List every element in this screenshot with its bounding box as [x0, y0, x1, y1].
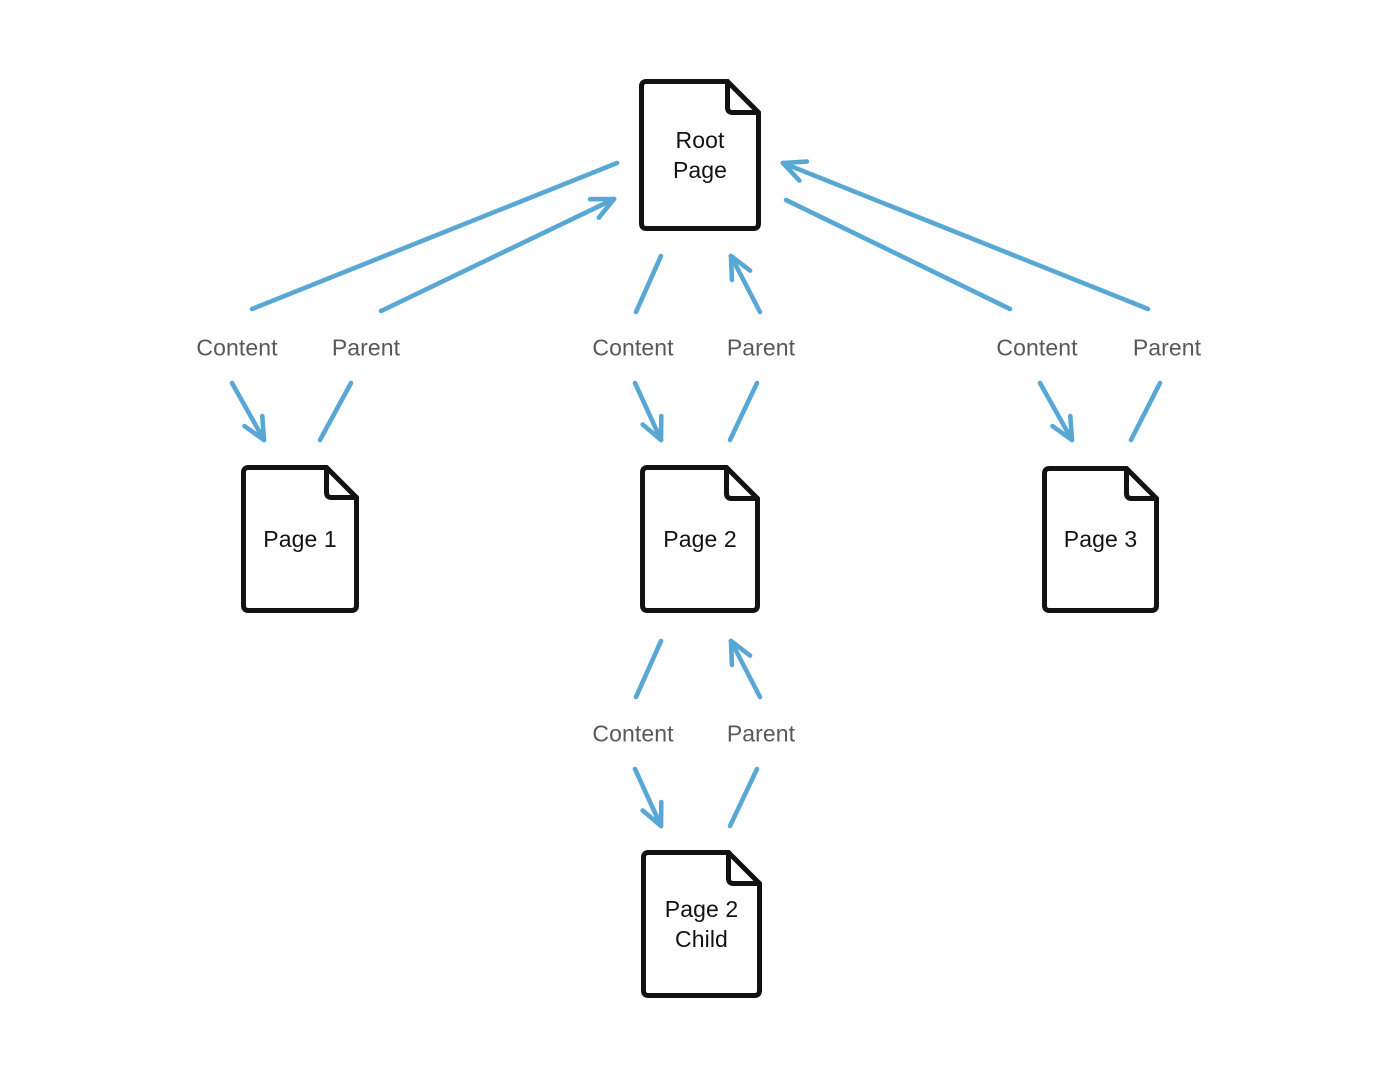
arrowhead-stroke — [728, 253, 735, 283]
arrowhead-stroke — [780, 159, 810, 166]
edge-line-segment — [249, 160, 620, 312]
edge-arrow-segment — [378, 196, 617, 314]
edge-label-page3-parent-root: Parent — [1132, 334, 1202, 361]
edge-label-root-content-page3: Content — [996, 334, 1078, 361]
arrowhead-stroke — [259, 413, 267, 443]
edge-line-segment — [317, 380, 354, 443]
edge-line-segment — [633, 253, 664, 315]
edge-arrow-segment — [632, 766, 664, 829]
edge-arrow-segment — [1037, 380, 1075, 443]
edge-arrow-segment — [632, 380, 664, 443]
arrowhead-stroke — [728, 638, 753, 658]
edge-label-page2child-parent-page2: Parent — [726, 720, 796, 747]
arrowhead-stroke — [1050, 423, 1075, 443]
arrowhead-stroke — [242, 423, 267, 443]
edge-line-segment — [727, 380, 760, 443]
document-page-icon — [241, 465, 359, 613]
arrowhead-stroke — [780, 160, 802, 183]
arrowhead-stroke — [596, 196, 617, 220]
node-page2[interactable]: Page 2 — [640, 465, 760, 613]
edge-line-segment — [633, 638, 664, 700]
edge-line-segment — [783, 197, 1013, 312]
edge-arrow-segment — [780, 159, 1151, 312]
document-page-icon — [640, 465, 760, 613]
arrowhead-stroke — [728, 253, 753, 273]
edge-line-segment — [727, 766, 760, 829]
arrowhead-stroke — [640, 808, 664, 829]
edge-label-page2-content-page2child: Content — [592, 720, 674, 747]
edge-label-root-content-page2: Content — [592, 334, 674, 361]
document-page-icon — [1042, 466, 1159, 613]
document-page-icon — [639, 79, 761, 231]
arrowhead-stroke — [1067, 413, 1075, 443]
edge-line-segment — [1128, 380, 1163, 443]
edge-arrow-segment — [728, 638, 763, 700]
edge-label-root-content-page1: Content — [196, 334, 278, 361]
edge-arrow-segment — [229, 380, 267, 443]
edge-label-page1-parent-root: Parent — [331, 334, 401, 361]
edge-label-page2-parent-root: Parent — [726, 334, 796, 361]
edge-arrow-segment — [728, 253, 763, 315]
node-page1[interactable]: Page 1 — [241, 465, 359, 613]
node-page2child[interactable]: Page 2 Child — [641, 850, 762, 998]
node-root[interactable]: Root Page — [639, 79, 761, 231]
node-page3[interactable]: Page 3 — [1042, 466, 1159, 613]
document-page-icon — [641, 850, 762, 998]
arrowhead-stroke — [728, 638, 735, 668]
arrowhead-stroke — [640, 422, 664, 443]
